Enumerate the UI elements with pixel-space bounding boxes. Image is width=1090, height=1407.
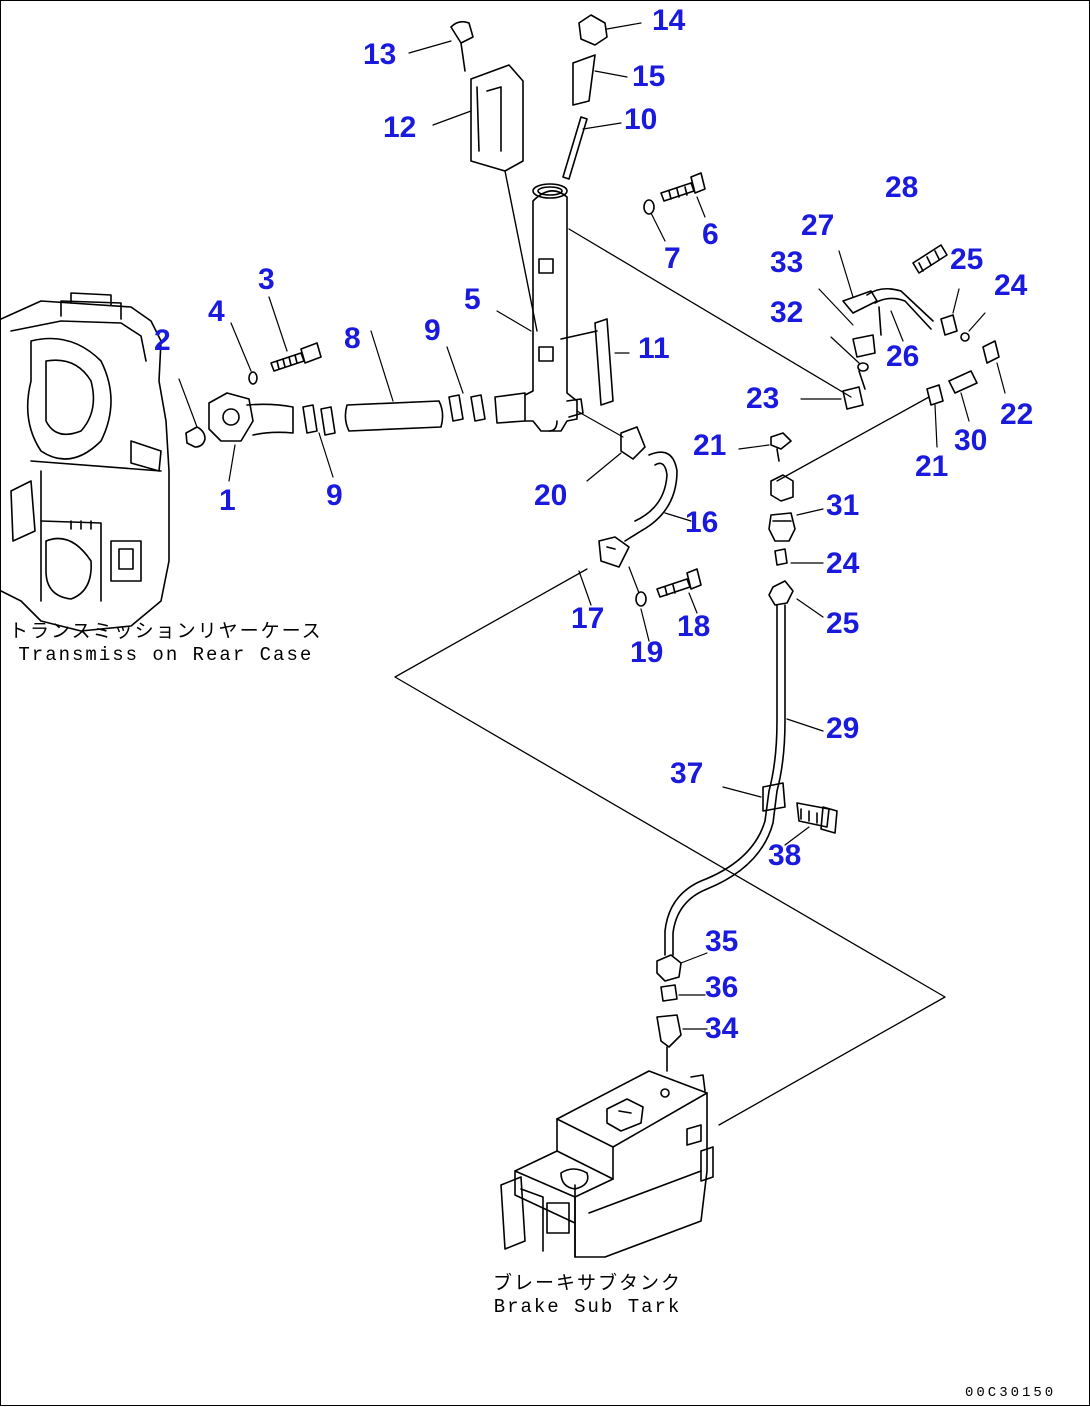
part-38-bolt	[784, 802, 838, 846]
brake-sub-tank	[500, 1070, 714, 1258]
part-35-nut	[656, 952, 708, 982]
part-19-washer	[635, 591, 647, 607]
part-20-clamp	[576, 410, 646, 482]
part-4-washer	[248, 371, 258, 385]
part-22-elbow	[982, 340, 1006, 394]
label-part-25-upper: 25	[950, 243, 984, 276]
brake-caption-jp: ブレーキサブタンク	[493, 1273, 683, 1295]
label-part-7: 7	[664, 242, 681, 275]
part-16-hose	[624, 451, 692, 542]
part-23-elbow	[800, 370, 866, 410]
label-part-31: 31	[826, 489, 860, 522]
transmission-caption-jp: トランスミッションリヤーケース	[9, 621, 323, 643]
label-part-26: 26	[886, 340, 920, 373]
part-17-hose-clip	[578, 536, 630, 606]
drawing-code: 00C30150	[965, 1385, 1057, 1401]
label-part-3: 3	[258, 263, 275, 296]
label-part-29: 29	[826, 712, 860, 745]
part-7-washer	[643, 199, 655, 215]
part-26-tube	[866, 287, 934, 342]
part-6-bolt	[660, 172, 706, 218]
label-part-37: 37	[670, 757, 704, 790]
label-part-21-right: 21	[915, 450, 949, 483]
part-25-nut-upper	[940, 288, 960, 336]
part-21-nut-center	[738, 432, 792, 462]
label-part-20: 20	[534, 479, 568, 512]
part-14-cap	[578, 14, 642, 46]
part-18-bolt	[656, 568, 702, 614]
label-part-25-lower: 25	[826, 607, 860, 640]
label-part-9-right: 9	[424, 314, 441, 347]
label-part-5: 5	[464, 283, 481, 316]
label-part-9-left: 9	[326, 479, 343, 512]
part-3-bolt	[268, 296, 322, 372]
brake-caption: ブレーキサブタンク Brake Sub Tark	[493, 1273, 682, 1319]
part-11-stay	[560, 318, 630, 406]
label-part-27: 27	[801, 209, 835, 242]
label-part-19: 19	[630, 636, 664, 669]
part-10-gauge	[562, 116, 622, 180]
label-part-32: 32	[770, 296, 804, 329]
label-part-10: 10	[624, 103, 658, 136]
label-part-21-center: 21	[693, 429, 727, 462]
brake-caption-en: Brake Sub Tark	[493, 1295, 682, 1318]
label-part-30: 30	[954, 424, 988, 457]
label-part-17: 17	[571, 602, 605, 635]
part-34-connector	[656, 1014, 708, 1072]
part-36-oring	[660, 984, 706, 1002]
label-part-24-upper: 24	[994, 269, 1028, 302]
part-9-clamps-left	[302, 404, 336, 478]
part-13-bolt	[408, 20, 474, 72]
part-2-plug	[185, 426, 206, 448]
label-part-14: 14	[652, 4, 686, 37]
part-24-oring-upper	[960, 332, 970, 342]
label-part-1: 1	[219, 484, 236, 517]
transmission-caption-en: Transmiss on Rear Case	[18, 643, 314, 666]
part-27-bracket	[838, 250, 878, 314]
transmission-case	[1, 292, 170, 632]
label-part-16: 16	[685, 506, 719, 539]
label-part-38: 38	[768, 839, 802, 872]
label-part-11: 11	[638, 332, 670, 365]
label-part-22: 22	[1000, 398, 1034, 431]
label-part-13: 13	[363, 38, 397, 71]
part-30-adapter	[948, 370, 978, 422]
part-5-filler-pipe	[494, 183, 584, 432]
label-part-8: 8	[344, 322, 361, 355]
part-12-bracket	[432, 64, 538, 332]
label-part-34: 34	[705, 1012, 739, 1045]
label-part-12: 12	[383, 111, 417, 144]
label-part-28: 28	[885, 171, 919, 204]
label-part-36: 36	[705, 971, 739, 1004]
label-part-15: 15	[632, 60, 666, 93]
part-37-clip	[722, 782, 786, 812]
part-1-elbow	[208, 392, 294, 482]
part-25-nut-lower	[768, 580, 824, 618]
part-24-oring-lower	[774, 548, 824, 566]
label-part-2: 2	[154, 324, 171, 357]
part-15-strainer	[572, 54, 628, 106]
label-part-35: 35	[705, 925, 739, 958]
label-part-23: 23	[746, 382, 780, 415]
part-8-hose	[344, 330, 444, 432]
label-part-4: 4	[208, 295, 225, 328]
transmission-caption: トランスミッションリヤーケース Transmiss on Rear Case	[9, 621, 323, 667]
label-part-33: 33	[770, 246, 804, 279]
part-9-clamps-right	[446, 346, 486, 422]
label-part-18: 18	[677, 610, 711, 643]
part-32-oring	[857, 362, 869, 372]
part-31-connector	[768, 508, 824, 542]
part-33-fitting	[818, 288, 876, 358]
part-28-connector	[912, 244, 948, 274]
part-29-tube	[664, 604, 824, 956]
part-union-block	[770, 474, 794, 502]
label-part-6: 6	[702, 218, 719, 251]
part-21-nut-right	[926, 384, 944, 448]
label-part-24-lower: 24	[826, 547, 860, 580]
